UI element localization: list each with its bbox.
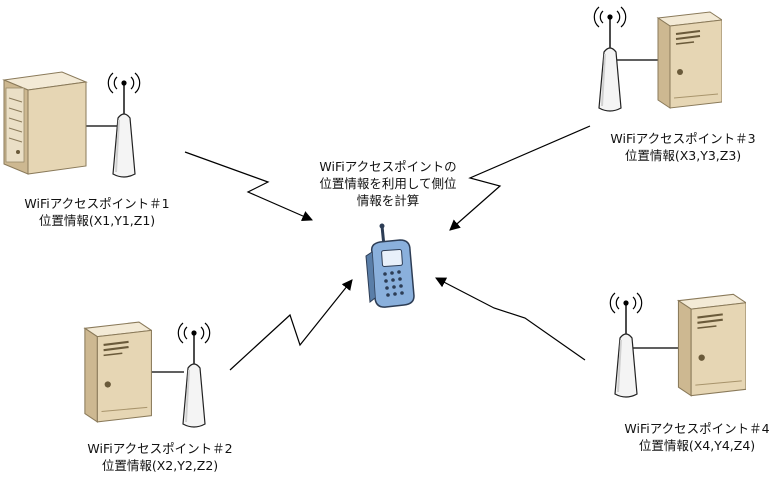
access-point-4-label: WiFiアクセスポイント＃4 位置情報(X4,Y4,Z4) <box>612 420 782 454</box>
mobile-phone-icon <box>365 223 415 308</box>
antenna-icon <box>609 292 643 398</box>
center-caption: WiFiアクセスポイントの 位置情報を利用して側位 情報を計算 <box>298 158 478 209</box>
access-point-name: WiFiアクセスポイント＃2 <box>87 441 233 456</box>
access-point-3-label: WiFiアクセスポイント＃3 位置情報(X3,Y3,Z3) <box>588 130 778 164</box>
server-icon <box>677 293 746 397</box>
caption-line: 位置情報を利用して側位 <box>319 176 457 191</box>
access-point-2-label: WiFiアクセスポイント＃2 位置情報(X2,Y2,Z2) <box>60 440 260 474</box>
access-point-name: WiFiアクセスポイント＃4 <box>624 421 770 436</box>
location-info: 位置情報(X4,Y4,Z4) <box>638 438 756 453</box>
caption-line: 情報を計算 <box>356 193 420 208</box>
server-icon <box>3 71 87 175</box>
location-info: 位置情報(X2,Y2,Z2) <box>101 458 219 473</box>
antenna-icon <box>107 72 141 178</box>
access-point-name: WiFiアクセスポイント＃1 <box>24 196 170 211</box>
lightning-arrow-icon <box>449 125 591 231</box>
server-icon <box>83 321 152 423</box>
lightning-arrow-icon <box>435 277 586 361</box>
location-info: 位置情報(X3,Y3,Z3) <box>624 148 742 163</box>
access-point-1-label: WiFiアクセスポイント＃1 位置情報(X1,Y1,Z1) <box>2 195 192 229</box>
access-point-name: WiFiアクセスポイント＃3 <box>610 131 756 146</box>
server-icon <box>657 11 722 109</box>
lightning-arrow-icon <box>229 279 353 371</box>
antenna-icon <box>593 6 627 112</box>
location-info: 位置情報(X1,Y1,Z1) <box>38 213 156 228</box>
antenna-icon <box>177 322 211 428</box>
lightning-arrow-icon <box>184 151 313 222</box>
caption-line: WiFiアクセスポイントの <box>319 159 457 174</box>
